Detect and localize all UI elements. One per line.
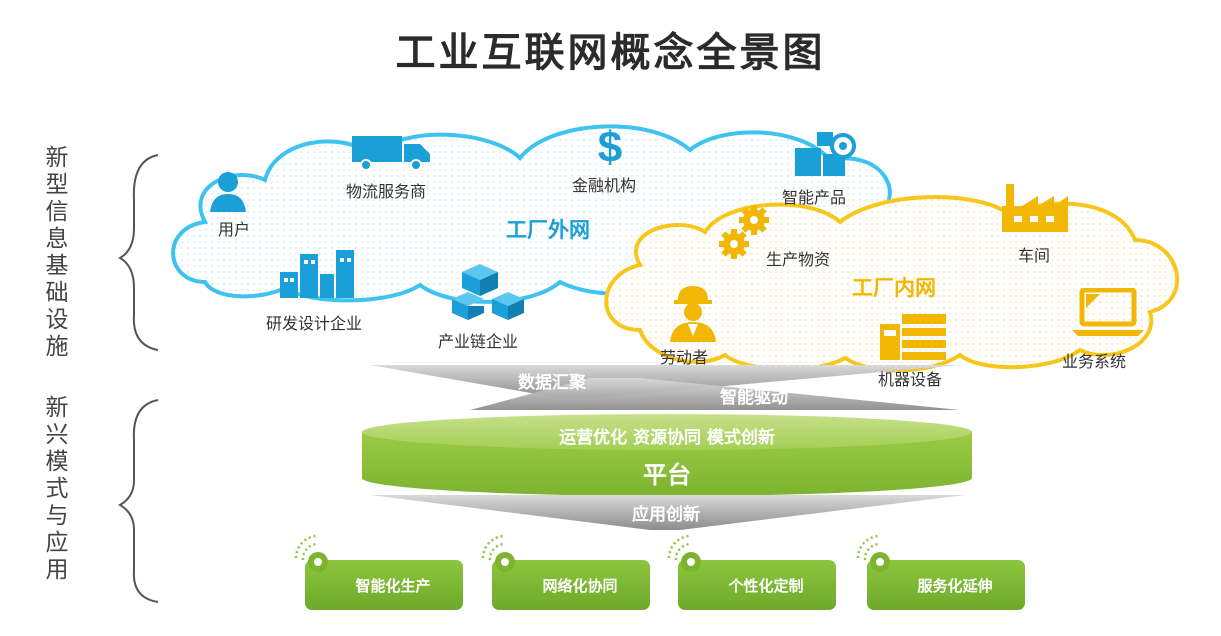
label-laborer: 劳动者	[660, 348, 709, 367]
factory-icon	[1002, 184, 1068, 232]
wireless-icon	[856, 534, 890, 572]
label-machinery: 机器设备	[878, 370, 943, 389]
band-drive	[470, 378, 960, 410]
side-label-infrastructure: 新型信息基础设施	[45, 145, 69, 360]
side-label-modes: 新兴模式与应用	[45, 395, 69, 583]
brace-infrastructure	[117, 154, 159, 351]
flow-aggregate-label: 数据汇聚	[518, 373, 586, 393]
platform-body	[362, 432, 972, 496]
flow-drive-label: 智能驱动	[720, 388, 788, 408]
worker-icon	[670, 286, 716, 342]
machine-icon	[880, 314, 946, 360]
wireless-icon	[294, 534, 328, 572]
app-service-extension: 服务化延伸	[867, 560, 1025, 610]
label-logistics: 物流服务商	[346, 182, 427, 201]
app-personalized-customization: 个性化定制	[678, 560, 836, 610]
label-smart-product: 智能产品	[782, 188, 847, 207]
platform-capabilities: 运营优化 资源协同 模式创新	[559, 428, 775, 448]
buildings-icon	[280, 250, 354, 298]
inner-cloud-shape	[604, 195, 1180, 373]
inner-cloud-title: 工厂内网	[852, 276, 936, 300]
laptop-icon	[1072, 288, 1144, 336]
app-smart-production-label: 智能化生产	[355, 577, 431, 595]
dollar-icon: $	[598, 123, 622, 168]
supply-chain-icon	[452, 264, 524, 320]
app-network-collaboration: 网络化协同	[492, 560, 650, 610]
brace-modes	[117, 399, 159, 603]
truck-icon	[352, 136, 430, 171]
label-materials: 生产物资	[766, 250, 831, 269]
wireless-icon	[667, 534, 701, 572]
flow-innovate-label: 应用创新	[632, 505, 700, 525]
label-workshop: 车间	[1018, 246, 1051, 265]
svg-text:$: $	[598, 123, 622, 168]
label-supply-chain: 产业链企业	[438, 332, 519, 351]
outer-cloud-title: 工厂外网	[506, 218, 590, 242]
label-finance: 金融机构	[572, 176, 637, 195]
smart-product-icon	[795, 132, 856, 176]
app-smart-production: 智能化生产	[305, 560, 463, 610]
gears-icon	[719, 205, 769, 259]
app-service-extension-label: 服务化延伸	[917, 577, 993, 595]
wireless-icon	[481, 534, 515, 572]
label-business-system: 业务系统	[1062, 352, 1127, 371]
label-rnd: 研发设计企业	[266, 314, 363, 333]
platform-name: 平台	[643, 461, 691, 489]
band-innovate	[370, 495, 965, 530]
label-user: 用户	[218, 220, 251, 239]
app-network-collaboration-label: 网络化协同	[542, 577, 618, 595]
app-personalized-customization-label: 个性化定制	[728, 577, 804, 595]
page-title: 工业互联网概念全景图	[395, 30, 826, 76]
platform-top	[362, 414, 972, 450]
user-icon	[210, 172, 246, 212]
